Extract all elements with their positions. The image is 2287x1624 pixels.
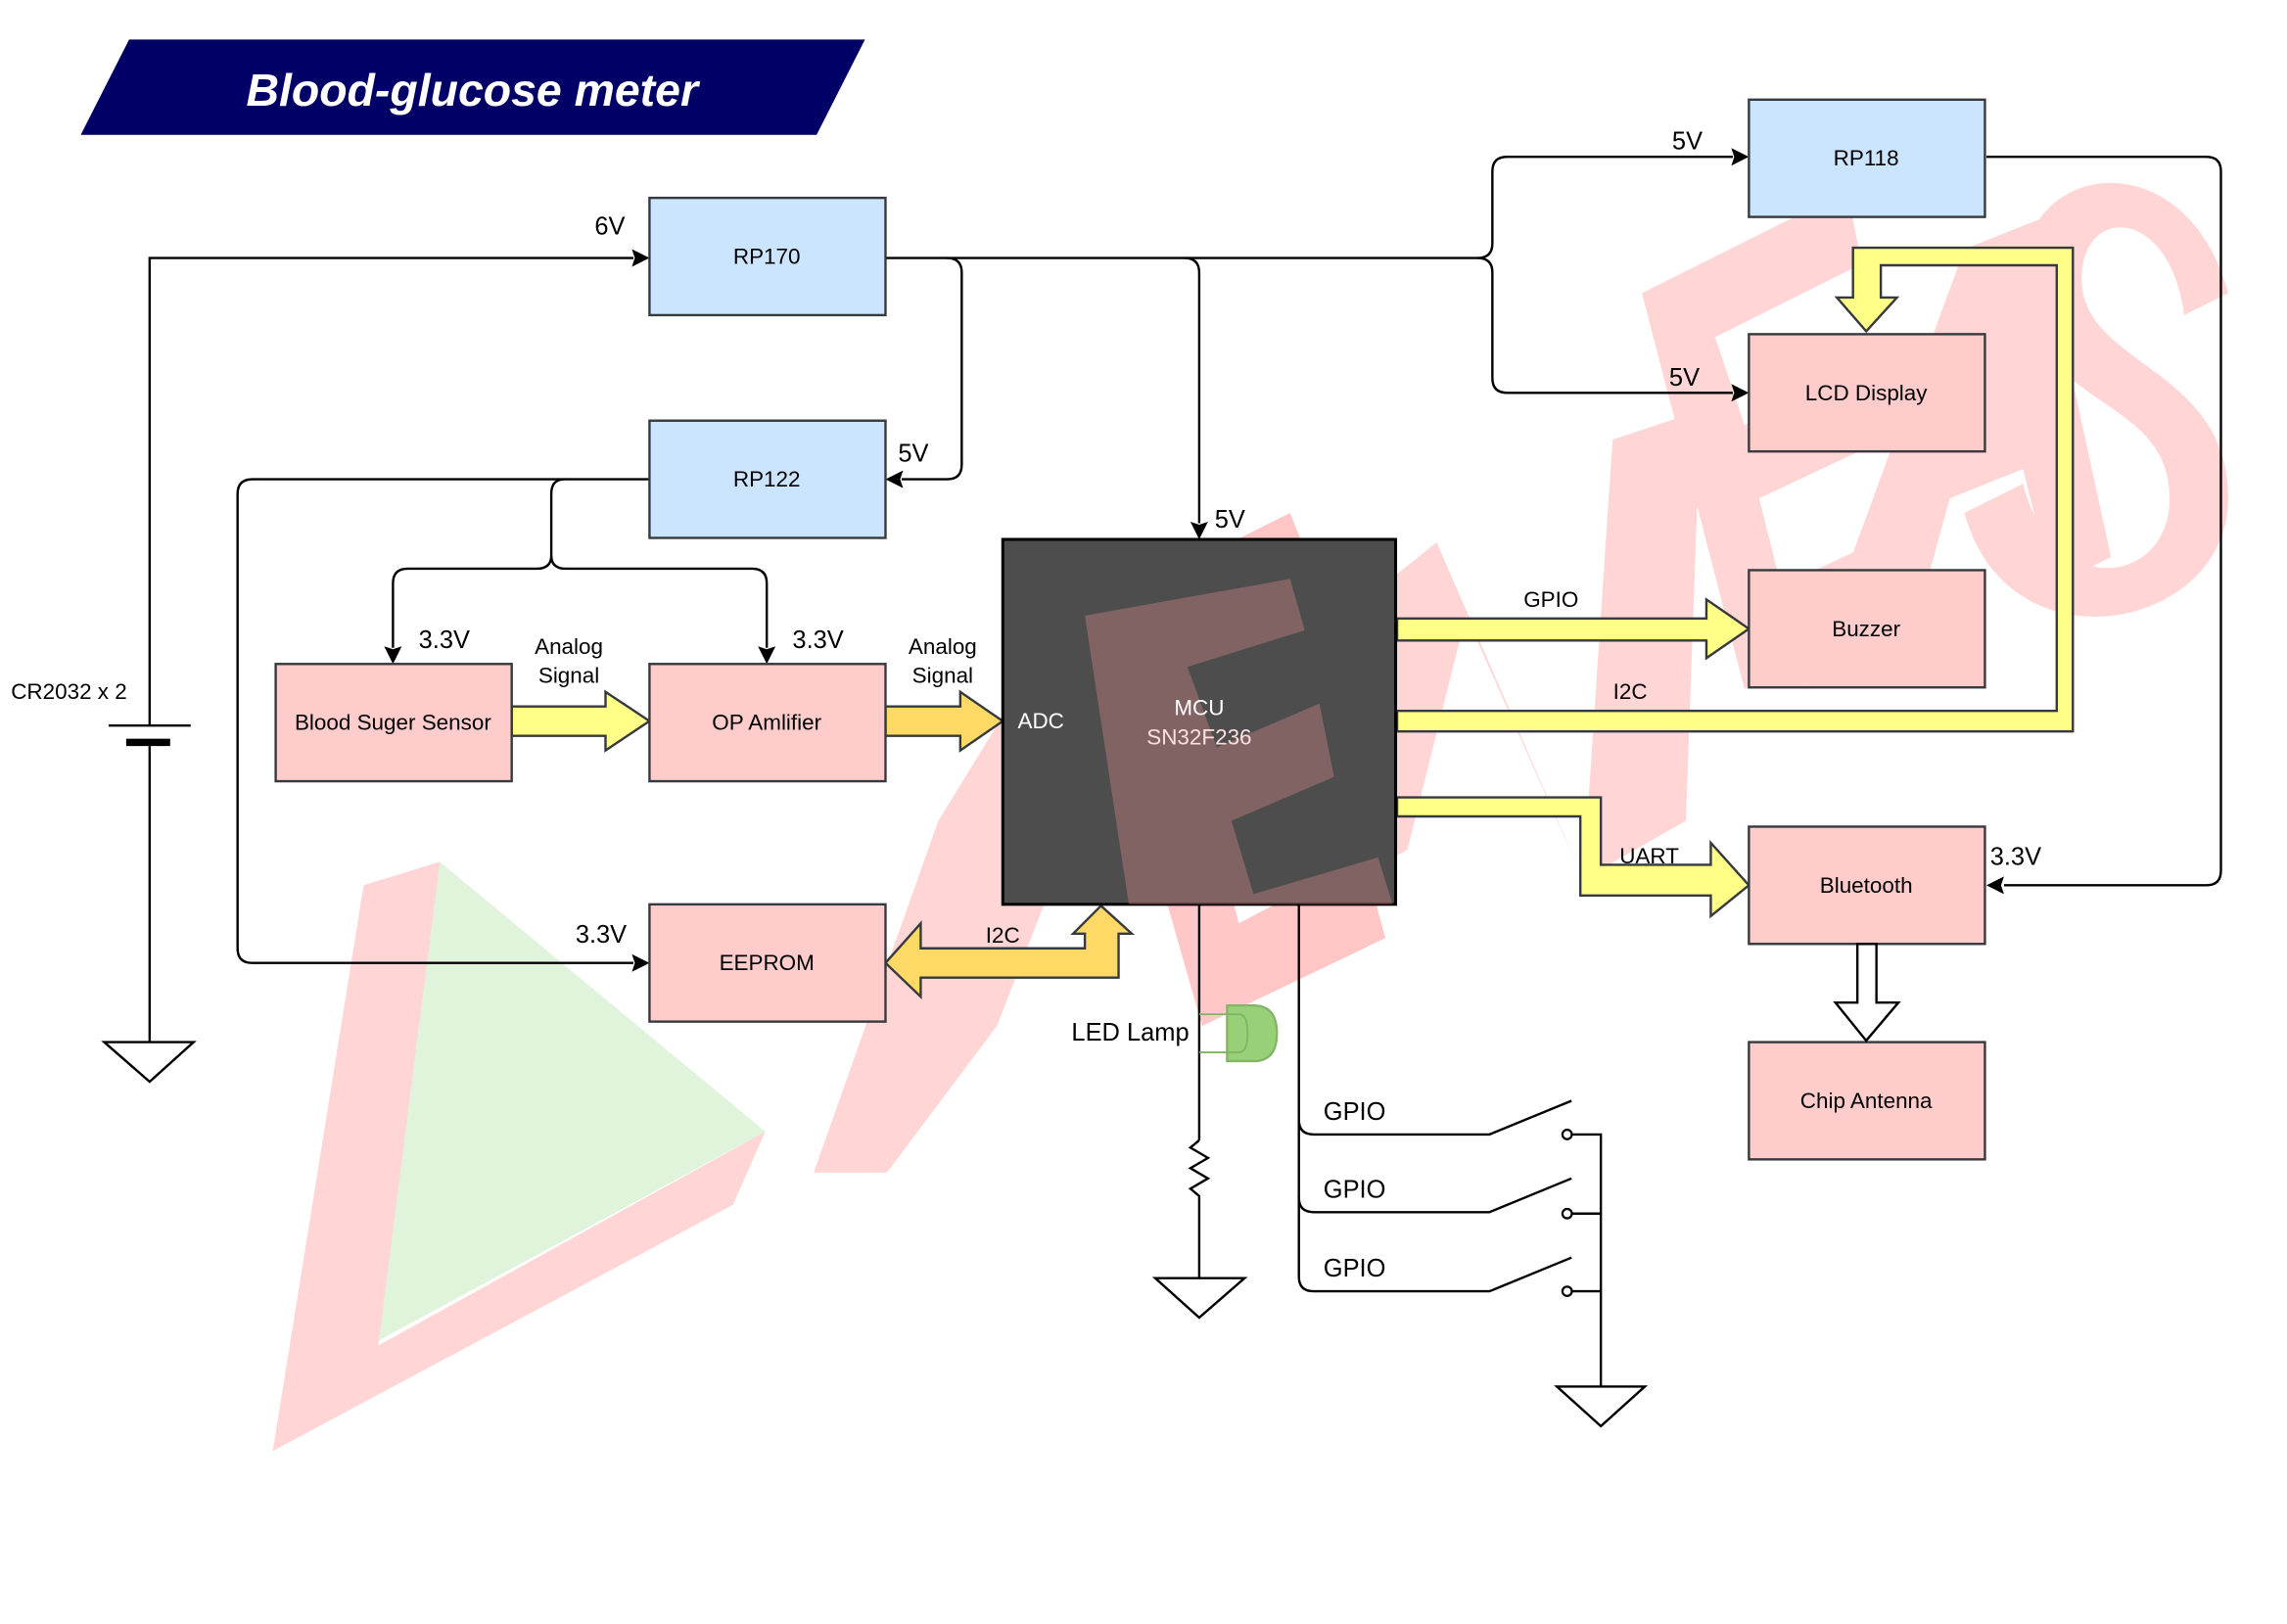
signal-label-opamp-2: Signal [912, 664, 973, 688]
led-label: LED Lamp [1071, 1019, 1189, 1046]
arrow-6v [631, 249, 650, 267]
block-antenna-label: Chip Antenna [1800, 1089, 1933, 1113]
watermark-green-triangle [369, 861, 766, 1346]
switch-2-label: GPIO [1324, 1176, 1386, 1203]
switch-1-wire [1297, 1099, 1572, 1137]
block-sensor-label: Blood Suger Sensor [295, 711, 491, 735]
signal-label-sensor-2: Signal [538, 664, 599, 688]
block-antenna[interactable]: Chip Antenna [1748, 1041, 1986, 1161]
block-sensor[interactable]: Blood Suger Sensor [274, 663, 513, 783]
block-rp118[interactable]: RP118 [1748, 98, 1986, 218]
switch-3-label: GPIO [1324, 1255, 1386, 1282]
switch-3-contact[interactable] [1561, 1285, 1573, 1298]
voltage-label-mcu: 5V [1215, 506, 1245, 534]
watermark-red-s [1964, 182, 2228, 617]
block-rp118-label: RP118 [1834, 146, 1899, 170]
signal-label-sensor-1: Analog [535, 634, 603, 659]
title-banner: Blood-glucose meter [80, 39, 865, 135]
block-bluetooth[interactable]: Bluetooth [1748, 825, 1986, 946]
block-mcu[interactable]: MCU SN32F236 ADC [1001, 537, 1398, 906]
block-rp170-label: RP170 [733, 245, 801, 269]
mcu-title: MCU [1174, 696, 1224, 720]
switch-1-contact[interactable] [1561, 1128, 1573, 1140]
watermark-red-n [1348, 410, 1701, 880]
block-rp170[interactable]: RP170 [648, 196, 887, 317]
wire-rp122-sensor [392, 478, 565, 648]
bus-opamp-to-mcu [884, 689, 1005, 753]
block-lcd-label: LCD Display [1805, 381, 1928, 405]
battery: CR2032 x 2 6V [11, 213, 650, 1084]
wire-rp122-opamp [549, 555, 769, 648]
voltage-label-6v: 6V [594, 213, 625, 241]
wire-to-mcu [1184, 256, 1201, 524]
wire-rp170-bus [885, 156, 1733, 259]
block-buzzer[interactable]: Buzzer [1748, 569, 1986, 689]
block-buzzer-label: Buzzer [1832, 617, 1900, 641]
wire-to-lcd [1477, 256, 1733, 394]
block-eeprom[interactable]: EEPROM [648, 903, 887, 1023]
arrow-lcd [1731, 384, 1750, 402]
arrow-opamp [758, 646, 776, 665]
led-lamp-inner [1198, 1013, 1249, 1053]
wire-rp122-eeprom [236, 478, 650, 964]
watermark-e-on-mcu [1085, 579, 1393, 905]
voltage-label-sensor: 3.3V [419, 626, 470, 654]
led-circuit: LED Lamp [1071, 904, 1279, 1320]
signal-label-eeprom: I2C [986, 923, 1020, 948]
arrow-rp118 [1731, 148, 1750, 166]
arrow-bluetooth-to-antenna [1833, 943, 1901, 1043]
arrow-rp122 [885, 470, 904, 488]
battery-plate-short [125, 738, 170, 747]
bus-mcu-to-lcd [1395, 246, 2075, 733]
bus-mcu-to-bluetooth [1395, 796, 1751, 919]
ground-symbol-led [1151, 1276, 1248, 1320]
title-background [80, 39, 865, 135]
voltage-label-eeprom: 3.3V [576, 921, 627, 949]
switch-circuit: GPIO GPIO GPIO [1297, 904, 1649, 1428]
signal-label-bluetooth: UART [1619, 844, 1679, 868]
switch-common-wire [1297, 904, 1572, 1293]
arrow-bluetooth [1985, 876, 2004, 895]
bus-mcu-to-buzzer [1395, 597, 1751, 661]
arrow-sensor [384, 646, 402, 665]
mcu-adc-label: ADC [1018, 709, 1064, 733]
signal-label-opamp-1: Analog [909, 634, 977, 659]
arrow-eeprom [631, 953, 650, 972]
battery-wire-top [148, 256, 633, 726]
block-eeprom-label: EEPROM [720, 951, 815, 975]
battery-label: CR2032 x 2 [11, 679, 127, 704]
wire-rp118-bluetooth [1985, 156, 2222, 887]
mcu-part-number: SN32F236 [1146, 725, 1251, 750]
voltage-label-opamp: 3.3V [792, 626, 843, 654]
block-rp122-label: RP122 [733, 467, 801, 491]
led-lamp-icon [1226, 1004, 1279, 1063]
switch-2-wire [1297, 1177, 1572, 1214]
voltage-label-lcd: 5V [1669, 364, 1700, 392]
block-bluetooth-label: Bluetooth [1820, 873, 1913, 898]
switch-ground-bus [1571, 1133, 1603, 1387]
voltage-label-rp118: 5V [1672, 128, 1703, 156]
page-title: Blood-glucose meter [246, 65, 700, 116]
switch-1-label: GPIO [1324, 1098, 1386, 1126]
voltage-label-bluetooth: 3.3V [1990, 843, 2041, 870]
resistor-icon [1188, 1138, 1211, 1278]
ground-symbol-battery [101, 1041, 197, 1084]
block-lcd[interactable]: LCD Display [1748, 333, 1986, 453]
watermark-red-a-left [272, 861, 766, 1452]
block-opamp-label: OP Amlifier [712, 711, 821, 735]
signal-label-buzzer: GPIO [1523, 587, 1578, 612]
voltage-label-rp122: 5V [898, 441, 928, 468]
ground-symbol-switches [1554, 1385, 1649, 1428]
bus-sensor-to-opamp [510, 689, 652, 753]
switch-2-contact[interactable] [1561, 1207, 1573, 1220]
wire-to-rp122 [901, 256, 963, 481]
arrow-mcu [1190, 522, 1208, 540]
block-opamp[interactable]: OP Amlifier [648, 663, 887, 783]
block-rp122[interactable]: RP122 [648, 419, 887, 539]
signal-label-lcd: I2C [1613, 679, 1648, 704]
